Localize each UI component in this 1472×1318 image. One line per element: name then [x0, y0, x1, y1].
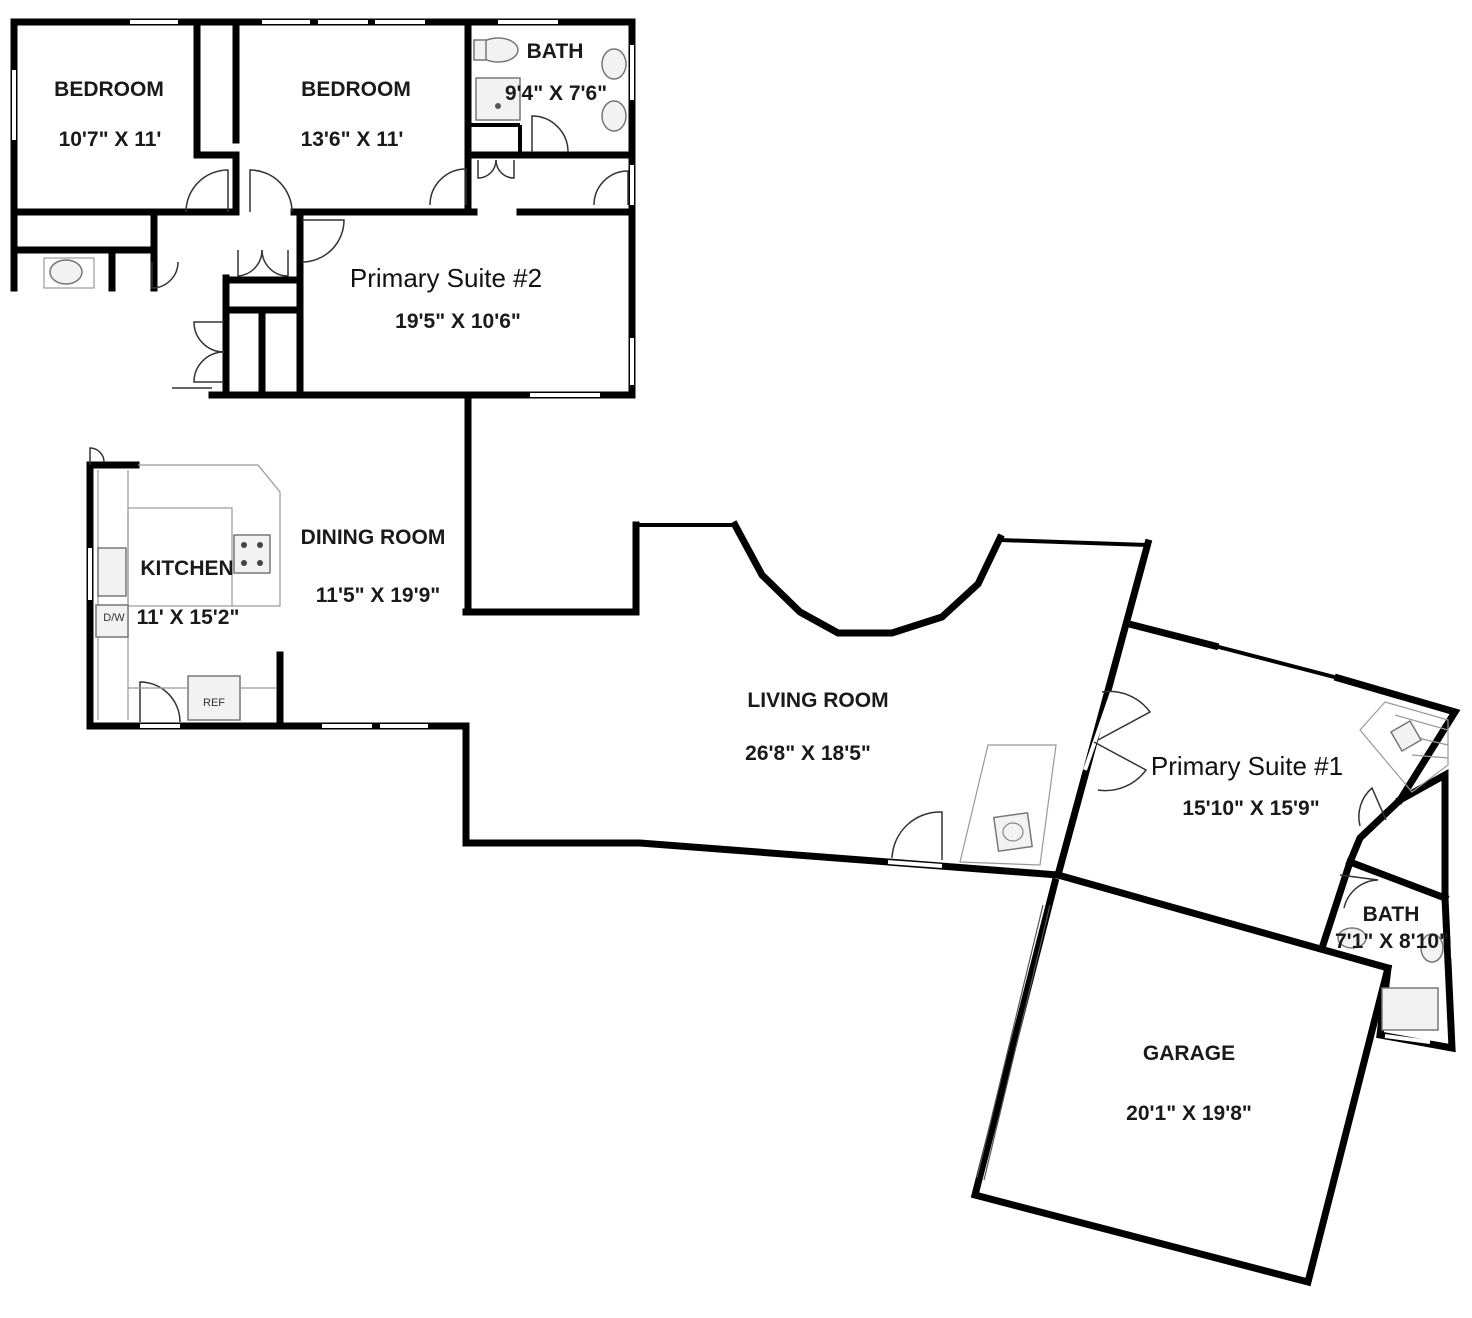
- bath-2-name: BATH: [1363, 903, 1420, 926]
- main-doors: [89, 447, 1387, 909]
- dining-room-name: DINING ROOM: [301, 526, 446, 549]
- living-fixtures: [959, 701, 1449, 1031]
- bedroom-2-name: BEDROOM: [301, 78, 411, 101]
- main-walls: [86, 394, 1461, 1287]
- refrigerator-label: REF: [203, 697, 225, 709]
- bath-1-dims: 9'4" X 7'6": [505, 82, 607, 105]
- upper-wing-doors: [151, 115, 629, 389]
- bath-2-dims: 7'1" X 8'10": [1335, 930, 1449, 953]
- bath-1-name: BATH: [527, 40, 584, 63]
- upper-wing-walls: [10, 18, 636, 399]
- garage-name: GARAGE: [1143, 1042, 1235, 1065]
- garage-dims: 20'1" X 19'8": [1126, 1102, 1252, 1125]
- dining-room-dims: 11'5" X 19'9": [316, 584, 441, 607]
- primary-suite-1-dims: 15'10" X 15'9": [1182, 797, 1319, 820]
- living-room-name: LIVING ROOM: [747, 689, 888, 712]
- room-labels: BEDROOM 10'7" X 11' BEDROOM 13'6" X 11' …: [54, 40, 1449, 1125]
- primary-suite-1-name: Primary Suite #1: [1151, 751, 1343, 781]
- kitchen-name: KITCHEN: [140, 557, 233, 580]
- living-room-dims: 26'8" X 18'5": [745, 742, 871, 765]
- dishwasher-label: D/W: [103, 612, 125, 624]
- upper-wing-fixtures: [43, 37, 627, 289]
- main-windows: [88, 548, 1455, 1181]
- upper-wing-windows: [12, 20, 634, 397]
- bedroom-2-dims: 13'6" X 11': [301, 128, 404, 151]
- kitchen-dims: 11' X 15'2": [137, 606, 240, 629]
- bedroom-1-dims: 10'7" X 11': [59, 128, 162, 151]
- primary-suite-2-name: Primary Suite #2: [350, 263, 542, 293]
- kitchen-fixtures: [95, 464, 281, 721]
- bedroom-1-name: BEDROOM: [54, 78, 164, 101]
- primary-suite-2-dims: 19'5" X 10'6": [395, 310, 521, 333]
